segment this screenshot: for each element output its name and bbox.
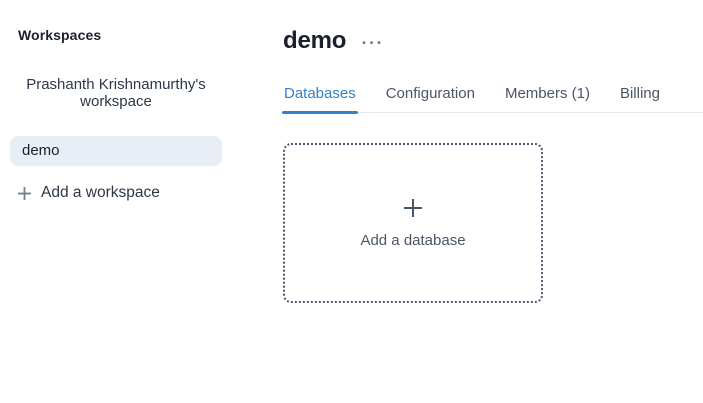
workspace-item-demo[interactable]: demo	[10, 136, 222, 166]
workspace-main: demo ••• Databases Configuration Members…	[282, 0, 703, 403]
tab-databases[interactable]: Databases	[282, 85, 358, 114]
workspace-list: Prashanth Krishnamurthy's workspace demo	[0, 76, 232, 166]
tab-billing[interactable]: Billing	[619, 85, 661, 112]
plus-icon	[17, 186, 32, 201]
workspace-tabs: Databases Configuration Members (1) Bill…	[282, 85, 703, 114]
sidebar-title: Workspaces	[18, 27, 102, 43]
tab-configuration[interactable]: Configuration	[385, 85, 476, 112]
workspaces-sidebar: Workspaces Prashanth Krishnamurthy's wor…	[0, 0, 232, 403]
ellipsis-icon: •••	[362, 38, 385, 49]
add-database-label: Add a database	[360, 231, 466, 249]
title-row: demo •••	[283, 28, 703, 54]
add-workspace-label: Add a workspace	[41, 184, 160, 201]
add-database-button[interactable]: Add a database	[283, 143, 543, 303]
workspace-item-prashanth[interactable]: Prashanth Krishnamurthy's workspace	[26, 76, 206, 110]
add-workspace-button[interactable]: Add a workspace	[0, 184, 160, 202]
page-title: demo	[283, 27, 347, 54]
plus-icon	[403, 198, 423, 218]
workspace-menu-button[interactable]: •••	[360, 33, 387, 49]
tab-members[interactable]: Members (1)	[504, 85, 591, 112]
